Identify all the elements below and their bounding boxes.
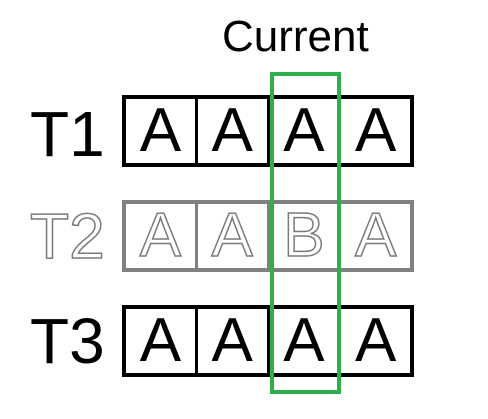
cell: A (194, 96, 267, 165)
cell-strip: A A B A (122, 200, 414, 272)
cell: A (194, 200, 267, 271)
cell-current: B (266, 200, 339, 271)
current-column-label: Current (222, 12, 369, 61)
cell-current: A (266, 306, 339, 375)
cell: A (139, 306, 182, 375)
cell-current: A (266, 96, 339, 165)
cell-strip: A A A A (122, 95, 414, 167)
cell: A (194, 306, 267, 375)
cell: A (338, 306, 410, 375)
cell: A (338, 200, 410, 271)
cell-strip: A A A A (122, 305, 414, 377)
row-label: T1 (30, 98, 105, 170)
cell: A (139, 200, 182, 271)
cell: A (338, 96, 410, 165)
row-label: T3 (30, 305, 105, 377)
row-label: T2 (29, 199, 105, 273)
cell: A (139, 96, 182, 165)
